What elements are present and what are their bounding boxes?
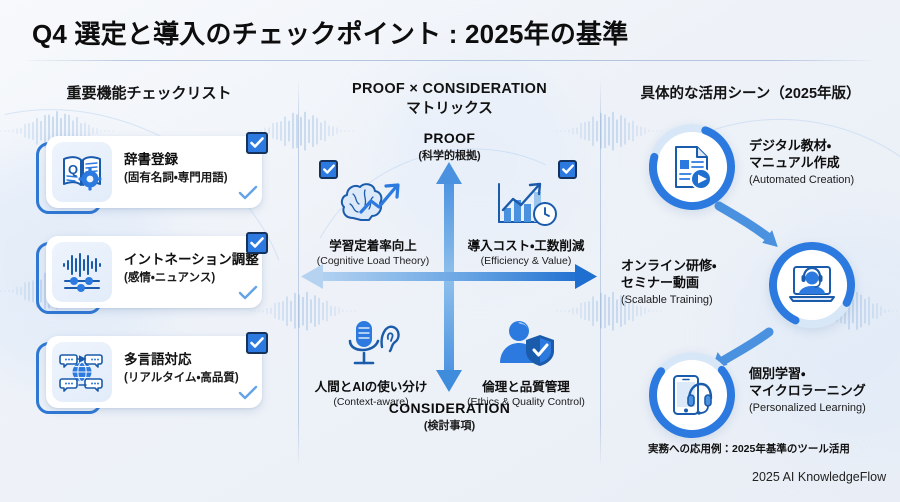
- secondary-check-icon: [238, 385, 258, 406]
- bar-chart-clock-icon: [462, 174, 590, 230]
- checklist-column: 重要機能チェックリスト Q: [0, 78, 298, 478]
- waveform-sliders-icon: [52, 242, 112, 302]
- matrix-axes: [301, 162, 597, 392]
- progress-ring-icon: [649, 352, 735, 438]
- progress-ring-icon: [649, 124, 735, 210]
- checkbox-checked-icon[interactable]: [558, 160, 577, 179]
- title-divider: [28, 60, 872, 61]
- checkbox-checked-icon[interactable]: [246, 332, 268, 354]
- use-case-title-line2: セミナー動画: [621, 274, 700, 290]
- quadrant-subtitle: (Ethics & Quality Control): [467, 396, 585, 408]
- use-case-subtitle: (Automated Creation): [749, 173, 855, 186]
- quadrant-title: 学習定着率向上: [329, 239, 417, 253]
- matrix-quadrant[interactable]: 倫理と品質管理 (Ethics & Quality Control): [462, 315, 590, 408]
- checklist-heading: 重要機能チェックリスト: [66, 85, 232, 102]
- card-title: 多言語対応: [124, 352, 192, 367]
- use-case-ring: [649, 124, 735, 210]
- card-text: 辞書登録 (固有名詞・専門用語): [124, 152, 256, 186]
- quadrant-subtitle: (Cognitive Load Theory): [316, 255, 430, 267]
- checkbox-checked-icon[interactable]: [246, 132, 268, 154]
- use-case-title-line1: オンライン研修・: [621, 258, 717, 273]
- microphone-ear-icon: [307, 315, 435, 371]
- card-text: 多言語対応 (リアルタイム・高品質): [124, 352, 256, 386]
- use-case-ring: [769, 242, 855, 328]
- person-shield-check-icon: [462, 315, 590, 371]
- use-case-ring: [649, 352, 735, 438]
- card-subtitle: (感情・ニュアンス): [124, 271, 216, 284]
- page-title: Q4 選定と導入のチェックポイント : 2025年の基準: [32, 19, 629, 49]
- quadrant-subtitle: (Context-aware): [333, 396, 409, 408]
- use-case-title-line2: マニュアル作成: [749, 154, 840, 170]
- matrix-column: PROOF × CONSIDERATION マトリックス PROOF (科学的根…: [299, 78, 600, 478]
- quadrant-subtitle: (Efficiency & Value): [480, 255, 572, 267]
- checklist-card[interactable]: Q 辞書登録 (固有名詞・専門用語): [36, 132, 268, 214]
- use-case-subtitle: (Scalable Training): [621, 293, 713, 306]
- checklist-card[interactable]: 多言語対応 (リアルタイム・高品質): [36, 332, 268, 414]
- smartphone-headphones-icon: [649, 352, 735, 438]
- use-case-title-line1: デジタル教材・: [749, 138, 832, 153]
- card-subtitle: (リアルタイム・高品質): [124, 371, 239, 384]
- axis-bottom-main: CONSIDERATION: [388, 400, 511, 416]
- matrix-quadrant[interactable]: 学習定着率向上 (Cognitive Load Theory): [309, 174, 437, 267]
- axis-bottom-sub: (検討事項): [423, 420, 476, 432]
- use-cases-heading: 具体的な活用シーン（2025年版）: [640, 86, 861, 102]
- use-case-text: オンライン研修・ セミナー動画 (Scalable Training): [621, 258, 716, 306]
- brand-label: 2025 AI KnowledgeFlow: [752, 470, 887, 484]
- quadrant-title: 人間とAIの使い分け: [314, 380, 428, 394]
- secondary-check-icon: [238, 285, 258, 306]
- use-case-title-line1: 個別学習・: [749, 366, 806, 381]
- svg-text:Q: Q: [68, 162, 78, 177]
- use-case-text: デジタル教材・ マニュアル作成 (Automated Creation): [749, 138, 854, 186]
- card-body: 多言語対応 (リアルタイム・高品質): [46, 332, 268, 408]
- card-body: イントネーション調整 (感情・ニュアンス): [46, 232, 268, 308]
- use-case-text: 個別学習・ マイクロラーニング (Personalized Learning): [749, 366, 866, 414]
- card-text: イントネーション調整 (感情・ニュアンス): [124, 252, 259, 286]
- use-case-subtitle: (Personalized Learning): [749, 401, 866, 414]
- checklist-card[interactable]: イントネーション調整 (感情・ニュアンス): [36, 232, 268, 314]
- document-play-icon: [649, 124, 735, 210]
- brain-growth-arrow-icon: [309, 174, 437, 230]
- use-cases-column: 具体的な活用シーン（2025年版）: [601, 78, 900, 478]
- open-book-gear-icon: Q: [52, 142, 112, 202]
- checkbox-checked-icon[interactable]: [319, 160, 338, 179]
- use-case-title-line2: マイクロラーニング: [749, 382, 866, 398]
- application-note: 実務への応用例：2025年基準のツール活用: [648, 443, 850, 455]
- card-subtitle: (固有名詞・専門用語): [124, 171, 228, 184]
- globe-chat-bubbles-icon: [52, 342, 112, 402]
- card-title: イントネーション調整: [124, 252, 259, 267]
- laptop-headset-person-icon: [769, 242, 855, 328]
- card-title: 辞書登録: [124, 152, 178, 167]
- quadrant-title: 倫理と品質管理: [482, 380, 570, 394]
- header: Q4 選定と導入のチェックポイント : 2025年の基準: [0, 0, 900, 62]
- matrix-quadrant[interactable]: 導入コスト・工数削減 (Efficiency & Value): [462, 174, 590, 267]
- quadrant-title: 導入コスト・工数削減: [467, 239, 585, 253]
- divider-left-middle: [298, 78, 299, 468]
- matrix-quadrant[interactable]: 人間とAIの使い分け (Context-aware): [307, 315, 435, 408]
- checkbox-checked-icon[interactable]: [246, 232, 268, 254]
- secondary-check-icon: [238, 185, 258, 206]
- card-body: Q 辞書登録 (固有名詞・専門用語): [46, 132, 268, 208]
- divider-middle-right: [600, 78, 601, 468]
- axis-bottom-label: CONSIDERATION (検討事項): [299, 400, 600, 433]
